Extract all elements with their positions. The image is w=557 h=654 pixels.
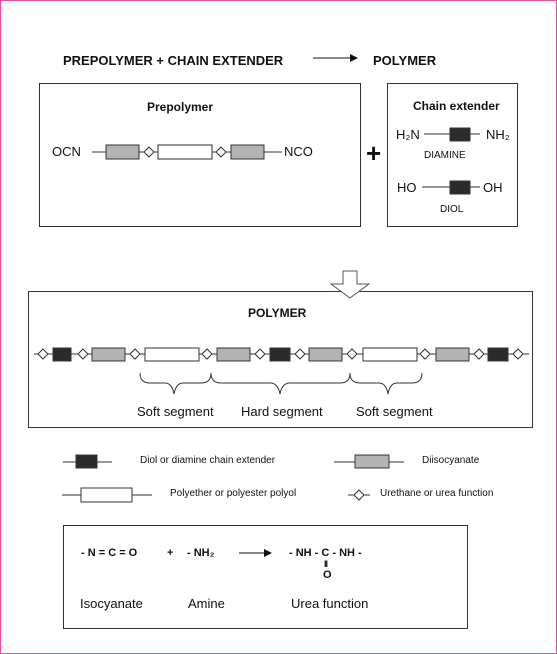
amine-formula: - NH₂ xyxy=(187,547,215,559)
legend-extender-label: Diol or diamine chain extender xyxy=(140,455,276,466)
diamine-right-group: NH₂ xyxy=(486,127,510,142)
isocyanate-label: Isocyanate xyxy=(80,596,143,611)
polymer-extender-block-3 xyxy=(487,347,509,362)
hard-segment-label: Hard segment xyxy=(241,404,323,419)
carbonyl-oxygen: O xyxy=(323,569,332,581)
legend-polyol-symbol xyxy=(80,487,133,503)
urea-function-label: Urea function xyxy=(291,596,369,611)
prepolymer-title: Prepolymer xyxy=(147,100,214,114)
prepolymer-chain xyxy=(92,144,282,160)
amine-label: Amine xyxy=(188,596,225,611)
isocyanate-formula: - N = C = O xyxy=(81,547,138,559)
diamine-extender-block xyxy=(449,127,471,142)
chain-extender-box xyxy=(387,83,518,227)
legend-polyol-label: Polyether or polyester polyol xyxy=(170,488,297,499)
diamine-left-group: H₂N xyxy=(396,127,420,142)
polymer-diisocyanate-block-4 xyxy=(435,347,470,362)
legend-diisocyanate-label: Diisocyanate xyxy=(422,455,480,466)
soft-segment-brace-1 xyxy=(139,372,212,395)
soft-segment-label-2: Soft segment xyxy=(356,404,433,419)
legend-urethane-label: Urethane or urea function xyxy=(380,488,494,499)
legend-diisocyanate-symbol xyxy=(354,454,390,469)
prepolymer-diisocyanate-block-1 xyxy=(105,144,140,160)
polymer-chain xyxy=(34,347,529,362)
diol-right-group: OH xyxy=(483,180,503,195)
polymer-polyol-block-1 xyxy=(144,347,200,362)
reaction-down-arrow xyxy=(329,270,371,299)
diol-left-group: HO xyxy=(397,180,417,195)
legend-urethane-symbol xyxy=(353,489,365,501)
hard-segment-brace xyxy=(210,372,351,395)
prepolymer-right-end: NCO xyxy=(284,144,313,159)
reaction-box xyxy=(63,525,468,629)
diol-label: DIOL xyxy=(440,204,464,215)
prepolymer-polyol-block xyxy=(157,144,213,160)
polymer-polyol-block-2 xyxy=(362,347,418,362)
reaction-plus: + xyxy=(167,547,174,559)
header-left-text: PREPOLYMER + CHAIN EXTENDER xyxy=(63,53,284,68)
prepolymer-urethane-1 xyxy=(143,146,155,158)
polymer-title: POLYMER xyxy=(248,306,307,320)
polymer-diisocyanate-block-1 xyxy=(91,347,126,362)
legend-extender-symbol xyxy=(75,454,98,469)
polymer-extender-block-2 xyxy=(269,347,291,362)
soft-segment-brace-2 xyxy=(349,372,423,395)
urea-product-formula: - NH - C - NH - xyxy=(289,547,362,559)
soft-segment-label-1: Soft segment xyxy=(137,404,214,419)
prepolymer-urethane-2 xyxy=(215,146,227,158)
carbonyl-double-bond: II xyxy=(324,559,328,569)
plus-sign: + xyxy=(366,138,382,168)
polymer-extender-block-1 xyxy=(52,347,72,362)
diamine-label: DIAMINE xyxy=(424,150,466,161)
polymer-diisocyanate-block-2 xyxy=(216,347,251,362)
header-right-text: POLYMER xyxy=(373,53,437,68)
diol-extender-block xyxy=(449,180,471,195)
polymer-diisocyanate-block-3 xyxy=(308,347,343,362)
chain-extender-title: Chain extender xyxy=(413,99,500,113)
segment-braces xyxy=(139,372,423,395)
prepolymer-diisocyanate-block-2 xyxy=(230,144,265,160)
prepolymer-left-end: OCN xyxy=(52,144,81,159)
